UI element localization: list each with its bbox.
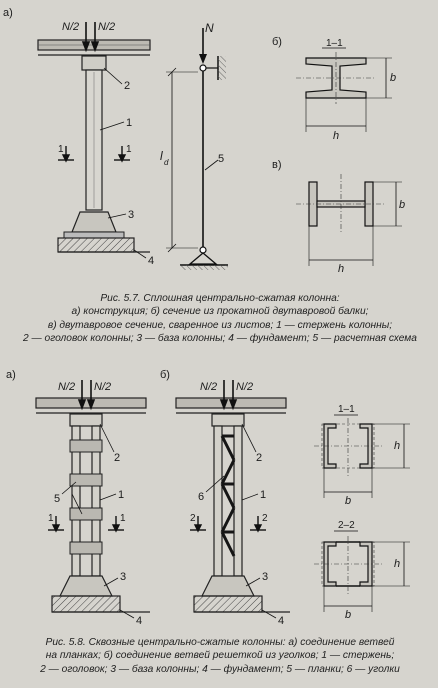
- fig1-callout-4: 4: [148, 255, 154, 267]
- fig2-panel-a-label: а): [6, 369, 16, 381]
- fig1-caption-line: Рис. 5.7. Сплошная центрально-сжатая кол…: [100, 293, 340, 304]
- fig1-load-right: N/2: [98, 21, 115, 33]
- fig1-column-head: [81, 55, 107, 71]
- fig1-column-base: [63, 211, 125, 239]
- figure-5-8-caption: Рис. 5.8. Сквозные центрально-сжатые кол…: [6, 636, 434, 676]
- fig1-load-arrows: [81, 22, 100, 53]
- fig2-dim-b-1: b: [345, 495, 351, 507]
- fig1-length-sub: d: [164, 158, 169, 167]
- fig2-column-a: [35, 380, 150, 619]
- fig1-caption-line: 2 — оголовок колонны; 3 — база колонны; …: [23, 333, 417, 345]
- fig2a-cut-left: 1: [48, 513, 54, 524]
- fig2-caption-line: Рис. 5.8. Сквозные центрально-сжатые кол…: [45, 637, 395, 648]
- fig1-section-title-b: 1–1: [326, 38, 343, 49]
- fig2a-callout-2: 2: [114, 452, 120, 464]
- fig2a-load-left: N/2: [58, 381, 75, 393]
- fig2-caption-line: 2 — оголовок; 3 — база колонны; 4 — фунд…: [40, 663, 400, 675]
- fig1-caption-line: в) двутавровое сечение, сваренное из лис…: [47, 319, 393, 331]
- fig1-welded-i-section: [296, 174, 402, 266]
- fig2-dim-h-2: h: [394, 558, 400, 570]
- fig1-foundation: [57, 237, 135, 253]
- fig1-load-N: N: [205, 21, 214, 35]
- fig2-section-1-1: [314, 418, 410, 498]
- fig1-column-shaft: [85, 69, 103, 211]
- fig2b-callout-6: 6: [198, 491, 204, 503]
- fig1-callout-lines: [99, 67, 147, 259]
- fig2b-callout-3: 3: [262, 571, 268, 583]
- fig1-section-cut: [58, 146, 130, 163]
- fig2b-cut-left: 2: [190, 513, 196, 524]
- fig2b-callout-4: 4: [278, 615, 284, 627]
- fig2b-callout-2: 2: [256, 452, 262, 464]
- fig1-load-left: N/2: [62, 21, 79, 33]
- fig2a-callout-5: 5: [54, 493, 60, 505]
- fig2-section-title-1: 1–1: [338, 404, 355, 415]
- fig1-panel-a-label: а): [3, 7, 13, 19]
- fig1-dim-b-2: b: [399, 199, 405, 211]
- figure-5-7-caption: Рис. 5.7. Сплошная центрально-сжатая кол…: [6, 292, 434, 346]
- fig1-callout-3: 3: [128, 209, 134, 221]
- fig1-panel-v-label: в): [272, 159, 282, 171]
- fig2-section-2-2: [314, 536, 410, 612]
- fig1-length-label: l: [160, 149, 163, 163]
- fig2b-callout-1: 1: [260, 489, 266, 501]
- fig1-cut-left: 1: [58, 144, 64, 155]
- fig2a-load-right: N/2: [94, 381, 111, 393]
- fig1-design-scheme: [166, 28, 228, 270]
- fig2a-callout-4: 4: [136, 615, 142, 627]
- fig2-column-b: [175, 380, 290, 619]
- fig2b-cut-right: 2: [262, 513, 268, 524]
- fig2b-load-left: N/2: [200, 381, 217, 393]
- fig1-callout-5: 5: [218, 153, 224, 165]
- fig1-dim-b-1: b: [390, 72, 396, 84]
- fig2-caption-line: на планках; б) соединение ветвей решетко…: [45, 650, 395, 662]
- fig1-callout-2: 2: [124, 80, 130, 92]
- fig2-dim-b-2: b: [345, 609, 351, 621]
- fig1-rolled-i-section: [296, 52, 392, 132]
- fig2-section-title-2: 2–2: [338, 520, 355, 531]
- fig1-caption-line: а) конструкция; б) сечение из прокатной …: [71, 306, 369, 318]
- fig1-callout-1: 1: [126, 117, 132, 129]
- figure-5-7: а) N/2 N/2: [3, 7, 405, 275]
- fig1-dim-h-2: h: [338, 263, 344, 275]
- fig2-panel-b-label: б): [160, 369, 170, 381]
- fig1-panel-b-label: б): [272, 36, 282, 48]
- fig2a-callout-3: 3: [120, 571, 126, 583]
- fig1-cut-right: 1: [126, 144, 132, 155]
- fig2-dim-h-1: h: [394, 440, 400, 452]
- fig2b-load-right: N/2: [236, 381, 253, 393]
- fig1-dim-h-1: h: [333, 130, 339, 142]
- fig2a-cut-right: 1: [120, 513, 126, 524]
- fig2a-callout-1: 1: [118, 489, 124, 501]
- figure-5-8: а) б): [6, 369, 410, 627]
